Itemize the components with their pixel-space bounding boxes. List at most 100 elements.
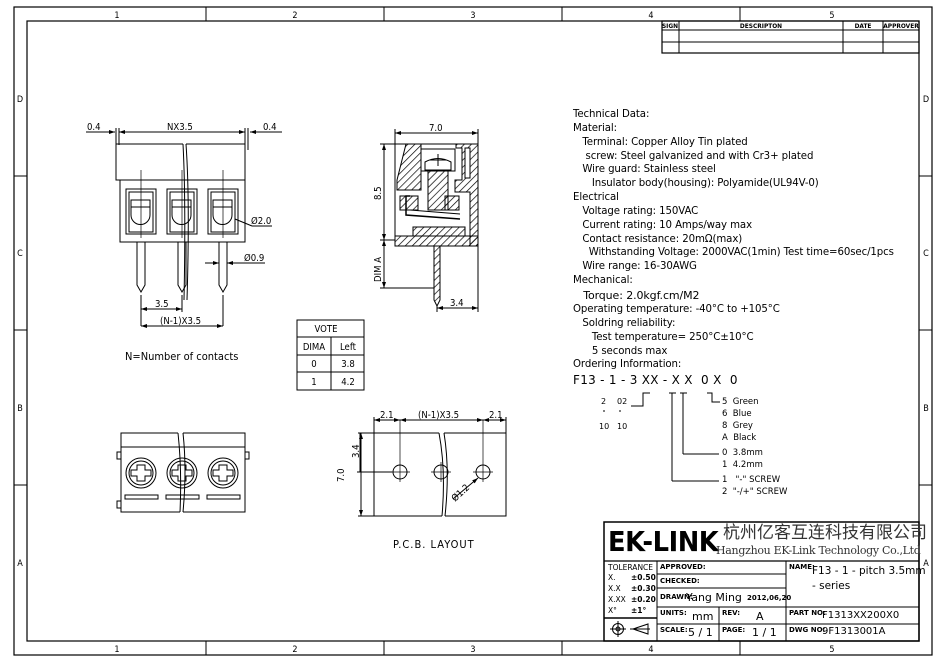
dim-pcb-depth: 7.0 — [336, 468, 347, 482]
dwg-no-label: DWG NO: — [789, 626, 826, 634]
color-option: 8 Grey — [722, 421, 753, 431]
row-label: A — [923, 559, 929, 569]
row-label: A — [17, 559, 23, 569]
units-value: mm — [692, 610, 714, 623]
col-label: 1 — [114, 645, 119, 655]
tolerance-key: X° — [608, 606, 617, 615]
title-block-frame — [603, 521, 920, 642]
pcb-layout — [357, 417, 507, 517]
tech-line: Soldring reliability: — [573, 318, 676, 329]
tolerance-value: ±0.50 — [631, 573, 656, 582]
zone-labels: 1 2 3 4 5 1 2 3 4 5 D C B A D C B A — [17, 11, 929, 655]
rev-header-sign: SIGN — [662, 22, 678, 30]
col-label: 4 — [648, 11, 653, 21]
tech-line: Ordering Information: — [573, 359, 682, 370]
tech-line: Wire guard: Stainless steel — [573, 164, 716, 175]
tech-line: Contact resistance: 20mΩ(max) — [573, 234, 743, 245]
vote-table — [296, 319, 365, 391]
tech-line: Voltage rating: 150VAC — [573, 206, 699, 217]
tolerance-label: TOLERANCE — [608, 563, 654, 572]
tech-line: Mechanical: — [573, 275, 633, 286]
company-logo: EK-LINK — [608, 525, 719, 558]
contacts-to: 10 — [599, 422, 610, 431]
revision-table — [661, 20, 920, 54]
vote-cell: 4.2 — [341, 377, 355, 388]
scale-label: SCALE: — [660, 626, 688, 634]
drawn-date: 2012,06,20 — [747, 594, 792, 602]
inner-frame — [26, 20, 920, 642]
row-label: C — [923, 249, 929, 259]
contacts-note: N=Number of contacts — [125, 350, 238, 363]
tolerance-value: ±0.20 — [631, 595, 656, 604]
page-value: 1 / 1 — [752, 626, 777, 639]
dwg-no-value: 9F1313001A — [822, 626, 886, 637]
tech-line: Torque: 2.0kgf.cm/M2 — [573, 289, 700, 302]
col-label: 2 — [292, 11, 297, 21]
dim-front-right: 0.4 — [263, 122, 277, 133]
dim-pitch: 3.5 — [155, 299, 169, 310]
dim-pin-offset: 3.4 — [450, 298, 464, 309]
row-label: C — [17, 249, 23, 259]
dim-side-height: 8.5 — [373, 186, 384, 200]
side-view — [380, 129, 479, 312]
tolerance-key: X. — [608, 573, 616, 582]
contacts-from: 2 — [601, 397, 607, 406]
row-label: B — [923, 404, 929, 414]
screw-option: 1 "-" SCREW — [722, 475, 781, 485]
projection-symbol-icon — [610, 621, 650, 637]
rev-header-description: DESCRIPTON — [740, 22, 782, 30]
checked-label: CHECKED: — [660, 577, 700, 585]
front-view — [86, 128, 282, 328]
name-label: NAME: — [789, 563, 815, 571]
dim-front-left: 0.4 — [87, 122, 101, 133]
col-label: 3 — [470, 645, 475, 655]
screw-option: 2 "-/+" SCREW — [722, 487, 788, 497]
color-option: 5 Green — [722, 397, 759, 407]
col-label: 4 — [648, 645, 653, 655]
row-label: B — [17, 404, 23, 414]
vote-header: DIMA — [303, 342, 325, 353]
dim-pcb-right: 2.1 — [489, 410, 503, 421]
part-name-line1: F13 - 1 - pitch 3.5mm — [812, 565, 926, 577]
dim-pin-dia: Ø0.9 — [244, 253, 264, 264]
top-view — [116, 432, 250, 513]
tech-line: Wire range: 16-30AWG — [573, 261, 697, 272]
dim-side-width: 7.0 — [429, 123, 443, 134]
dim-front-span: NX3.5 — [167, 122, 193, 133]
page-label: PAGE: — [722, 626, 746, 634]
tech-line: Material: — [573, 123, 617, 134]
part-name-line2: - series — [812, 580, 851, 592]
vote-cell: 1 — [311, 377, 316, 388]
approved-label: APPROVED: — [660, 563, 706, 571]
dim-option: 0 3.8mm — [722, 448, 763, 458]
drawn-by: Yang Ming — [686, 591, 742, 604]
rev-value: A — [756, 610, 764, 623]
tolerance-value: ±1° — [631, 606, 647, 615]
col-label: 5 — [829, 11, 834, 21]
ordering-leaders — [603, 392, 720, 482]
dim-pcb-span: (N-1)X3.5 — [418, 410, 459, 421]
tech-line: 5 seconds max — [573, 346, 668, 357]
company-name-en: Hangzhou EK-Link Technology Co.,Ltd — [716, 544, 921, 557]
dim-screw-dia: Ø2.0 — [251, 216, 271, 227]
row-label: D — [17, 95, 23, 105]
dim-pin-length: DIM A — [373, 257, 384, 282]
contacts-to-code: 10 — [617, 422, 628, 431]
color-option: A Black — [722, 433, 757, 443]
order-code: F13 - 1 - 3 XX - X X 0 X 0 — [573, 373, 738, 387]
vote-cell: 0 — [311, 359, 316, 370]
vote-header: Left — [340, 342, 357, 353]
tech-line: Terminal: Copper Alloy Tin plated — [573, 137, 748, 148]
part-no-label: PART NO: — [789, 609, 826, 617]
contacts-from-code: 02 — [617, 397, 628, 406]
dim-option: 1 4.2mm — [722, 460, 763, 470]
drawn-label: DRAWN: — [660, 593, 693, 601]
tolerance-key: X.X — [608, 584, 621, 593]
col-label: 2 — [292, 645, 297, 655]
row-label: D — [923, 95, 929, 105]
tolerance-key: X.XX — [608, 595, 626, 604]
units-label: UNITS: — [660, 609, 687, 617]
tech-line: Withstanding Voltage: 2000VAC(1min) Test… — [573, 247, 894, 258]
pcb-layout-label: P.C.B. LAYOUT — [393, 538, 475, 551]
